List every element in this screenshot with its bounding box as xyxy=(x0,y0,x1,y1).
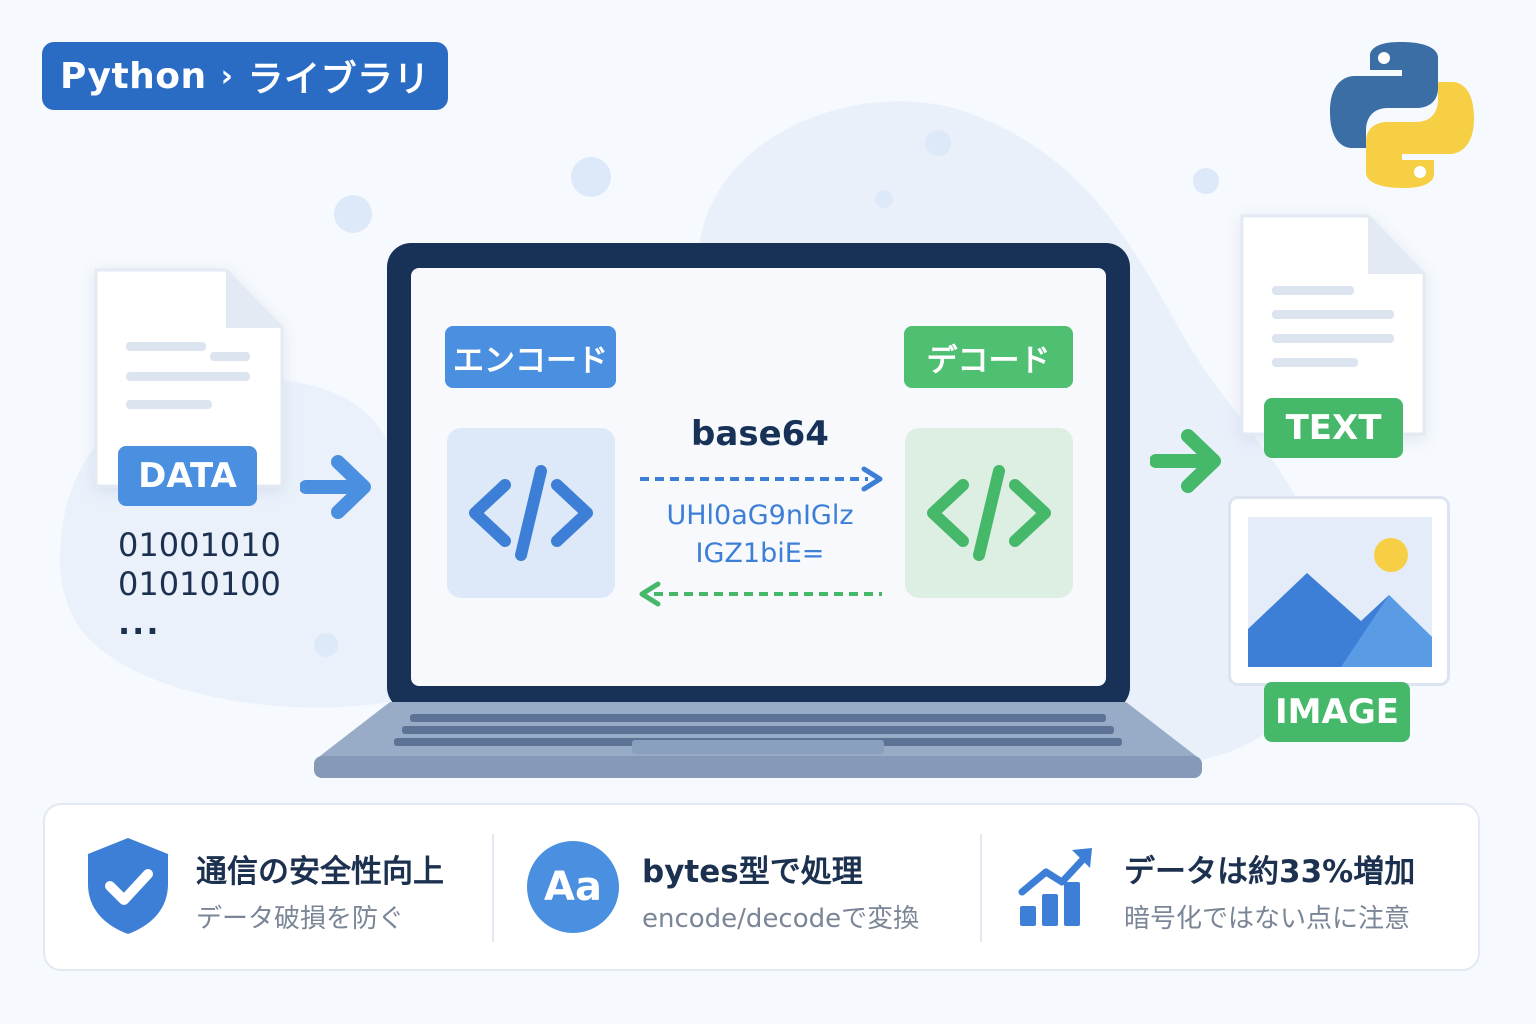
binary-ellipsis: ... xyxy=(118,604,161,642)
code-icon xyxy=(469,465,593,561)
feature-divider xyxy=(980,834,982,942)
binary-line: 01010100 xyxy=(118,565,281,603)
image-badge: IMAGE xyxy=(1264,682,1410,742)
feature-divider xyxy=(492,834,494,942)
python-logo-icon xyxy=(1330,42,1474,188)
encoded-line: UHl0aG9nIGlz xyxy=(666,500,854,531)
base64-label: base64 xyxy=(691,414,829,454)
arrow-right-icon xyxy=(1150,429,1221,493)
chart-up-icon xyxy=(1018,848,1092,926)
decode-code-card xyxy=(905,428,1073,598)
breadcrumb: Python › ライブラリ xyxy=(42,42,448,110)
data-document-icon xyxy=(94,268,284,488)
laptop-keyboard xyxy=(314,702,1202,778)
image-icon xyxy=(1248,517,1432,667)
feature-panel xyxy=(43,803,1480,971)
encoded-line: IGZ1biE= xyxy=(695,538,825,569)
text-badge: TEXT xyxy=(1264,398,1403,458)
font-icon: Aa xyxy=(527,841,619,933)
feature-subtitle: 暗号化ではない点に注意 xyxy=(1124,904,1411,934)
encode-arrow-icon xyxy=(640,466,883,492)
breadcrumb-parent[interactable]: Python xyxy=(59,55,207,97)
decode-button[interactable]: デコード xyxy=(904,326,1073,388)
feature-title: 通信の安全性向上 xyxy=(196,854,444,890)
shield-check-icon xyxy=(88,838,168,934)
decode-arrow-icon xyxy=(639,581,882,607)
image-frame xyxy=(1228,496,1450,686)
arrow-right-icon xyxy=(300,455,371,519)
feature-subtitle: データ破損を防ぐ xyxy=(196,904,405,934)
encode-button[interactable]: エンコード xyxy=(445,326,616,388)
binary-line: 01001010 xyxy=(118,526,281,564)
text-document-icon xyxy=(1240,214,1426,436)
feature-title: bytes型で処理 xyxy=(642,854,863,890)
feature-title: データは約33%増加 xyxy=(1124,854,1416,890)
feature-subtitle: encode/decodeで変換 xyxy=(642,904,920,934)
code-icon xyxy=(927,465,1051,561)
breadcrumb-current: ライブラリ xyxy=(247,59,431,100)
encode-code-card xyxy=(447,428,615,598)
binary-data: 01001010 01010100 ... xyxy=(118,526,298,643)
data-badge: DATA xyxy=(118,446,257,506)
breadcrumb-separator: › xyxy=(220,58,234,94)
